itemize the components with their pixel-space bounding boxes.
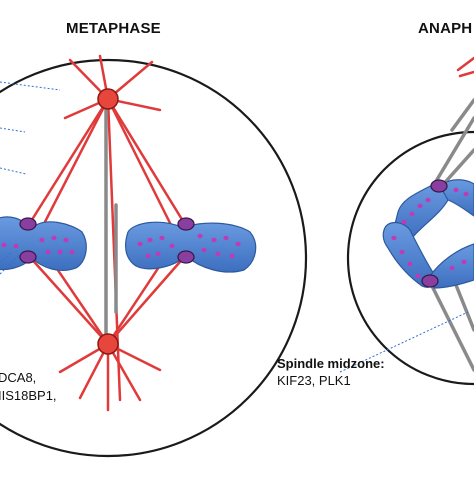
chromatin-dot (63, 237, 69, 243)
chromatin-dot (453, 187, 459, 193)
anaphase-chromatin-dots (391, 187, 469, 279)
chromatin-dot (229, 253, 235, 259)
left-annotation-line-1: DCA8, (0, 370, 37, 385)
chromatin-dot (215, 251, 221, 257)
chromatin-dot (223, 235, 229, 241)
chromatin-dot (145, 253, 151, 259)
chromatin-dot (463, 191, 469, 197)
metaphase-cell (0, 54, 308, 458)
midzone-heading: Spindle midzone: (277, 356, 385, 371)
chromatin-dot (45, 249, 51, 255)
chromatin-dot (409, 211, 415, 217)
kinetochore (19, 250, 37, 264)
chromatin-dot (211, 237, 217, 243)
kinetochore (177, 250, 195, 264)
chromatin-dot (137, 241, 143, 247)
metaphase-chromatin-dots (1, 233, 241, 259)
chromatin-dot (57, 249, 63, 255)
kinetochore (19, 217, 37, 231)
chromatin-dot (235, 241, 241, 247)
kinetochore (421, 274, 439, 288)
midzone-proteins: KIF23, PLK1 (277, 373, 351, 388)
metaphase-pointer-lines (0, 81, 61, 275)
chromatin-dot (197, 233, 203, 239)
metaphase-chromosome-left (0, 216, 87, 271)
chromatin-dot (461, 259, 467, 265)
anaphase-kinetochores (421, 179, 448, 288)
metaphase-spindle-pole-top (97, 88, 119, 110)
chromatin-dot (155, 251, 161, 257)
chromatin-dot (13, 243, 19, 249)
anaphase-title: ANAPH (418, 20, 473, 37)
metaphase-central-spindle (104, 104, 118, 340)
chromatin-dot (169, 243, 175, 249)
chromatin-dot (425, 197, 431, 203)
chromatin-dot (391, 235, 397, 241)
kinetochore (430, 179, 448, 193)
anaphase-chromosome-upper-right (439, 179, 474, 217)
metaphase-title: METAPHASE (66, 20, 161, 37)
chromatin-dot (51, 235, 57, 241)
anaphase-red-fibers (456, 56, 474, 78)
anaphase-spindle-fibers (428, 98, 474, 372)
kinetochore (177, 217, 195, 231)
chromatin-dot (159, 235, 165, 241)
chromatin-dot (1, 242, 7, 248)
chromatin-dot (39, 237, 45, 243)
chromatin-dot (399, 249, 405, 255)
chromatin-dot (407, 261, 413, 267)
chromatin-dot (417, 203, 423, 209)
chromatin-dot (449, 265, 455, 271)
midzone-pointer-line (339, 311, 469, 373)
anaphase-cell-membrane (346, 130, 474, 386)
left-annotation-line-2: IIS18BP1, (0, 388, 57, 403)
chromatin-dot (69, 249, 75, 255)
metaphase-cell-membrane (0, 58, 308, 458)
chromatin-dot (415, 273, 421, 279)
anaphase-cell (339, 56, 474, 386)
metaphase-spindle-pole-bottom (97, 333, 119, 355)
metaphase-chromosome-right (125, 221, 257, 273)
metaphase-kinetochores (19, 217, 195, 264)
chromatin-dot (401, 219, 407, 225)
chromatin-dot (201, 247, 207, 253)
chromatin-dot (147, 237, 153, 243)
